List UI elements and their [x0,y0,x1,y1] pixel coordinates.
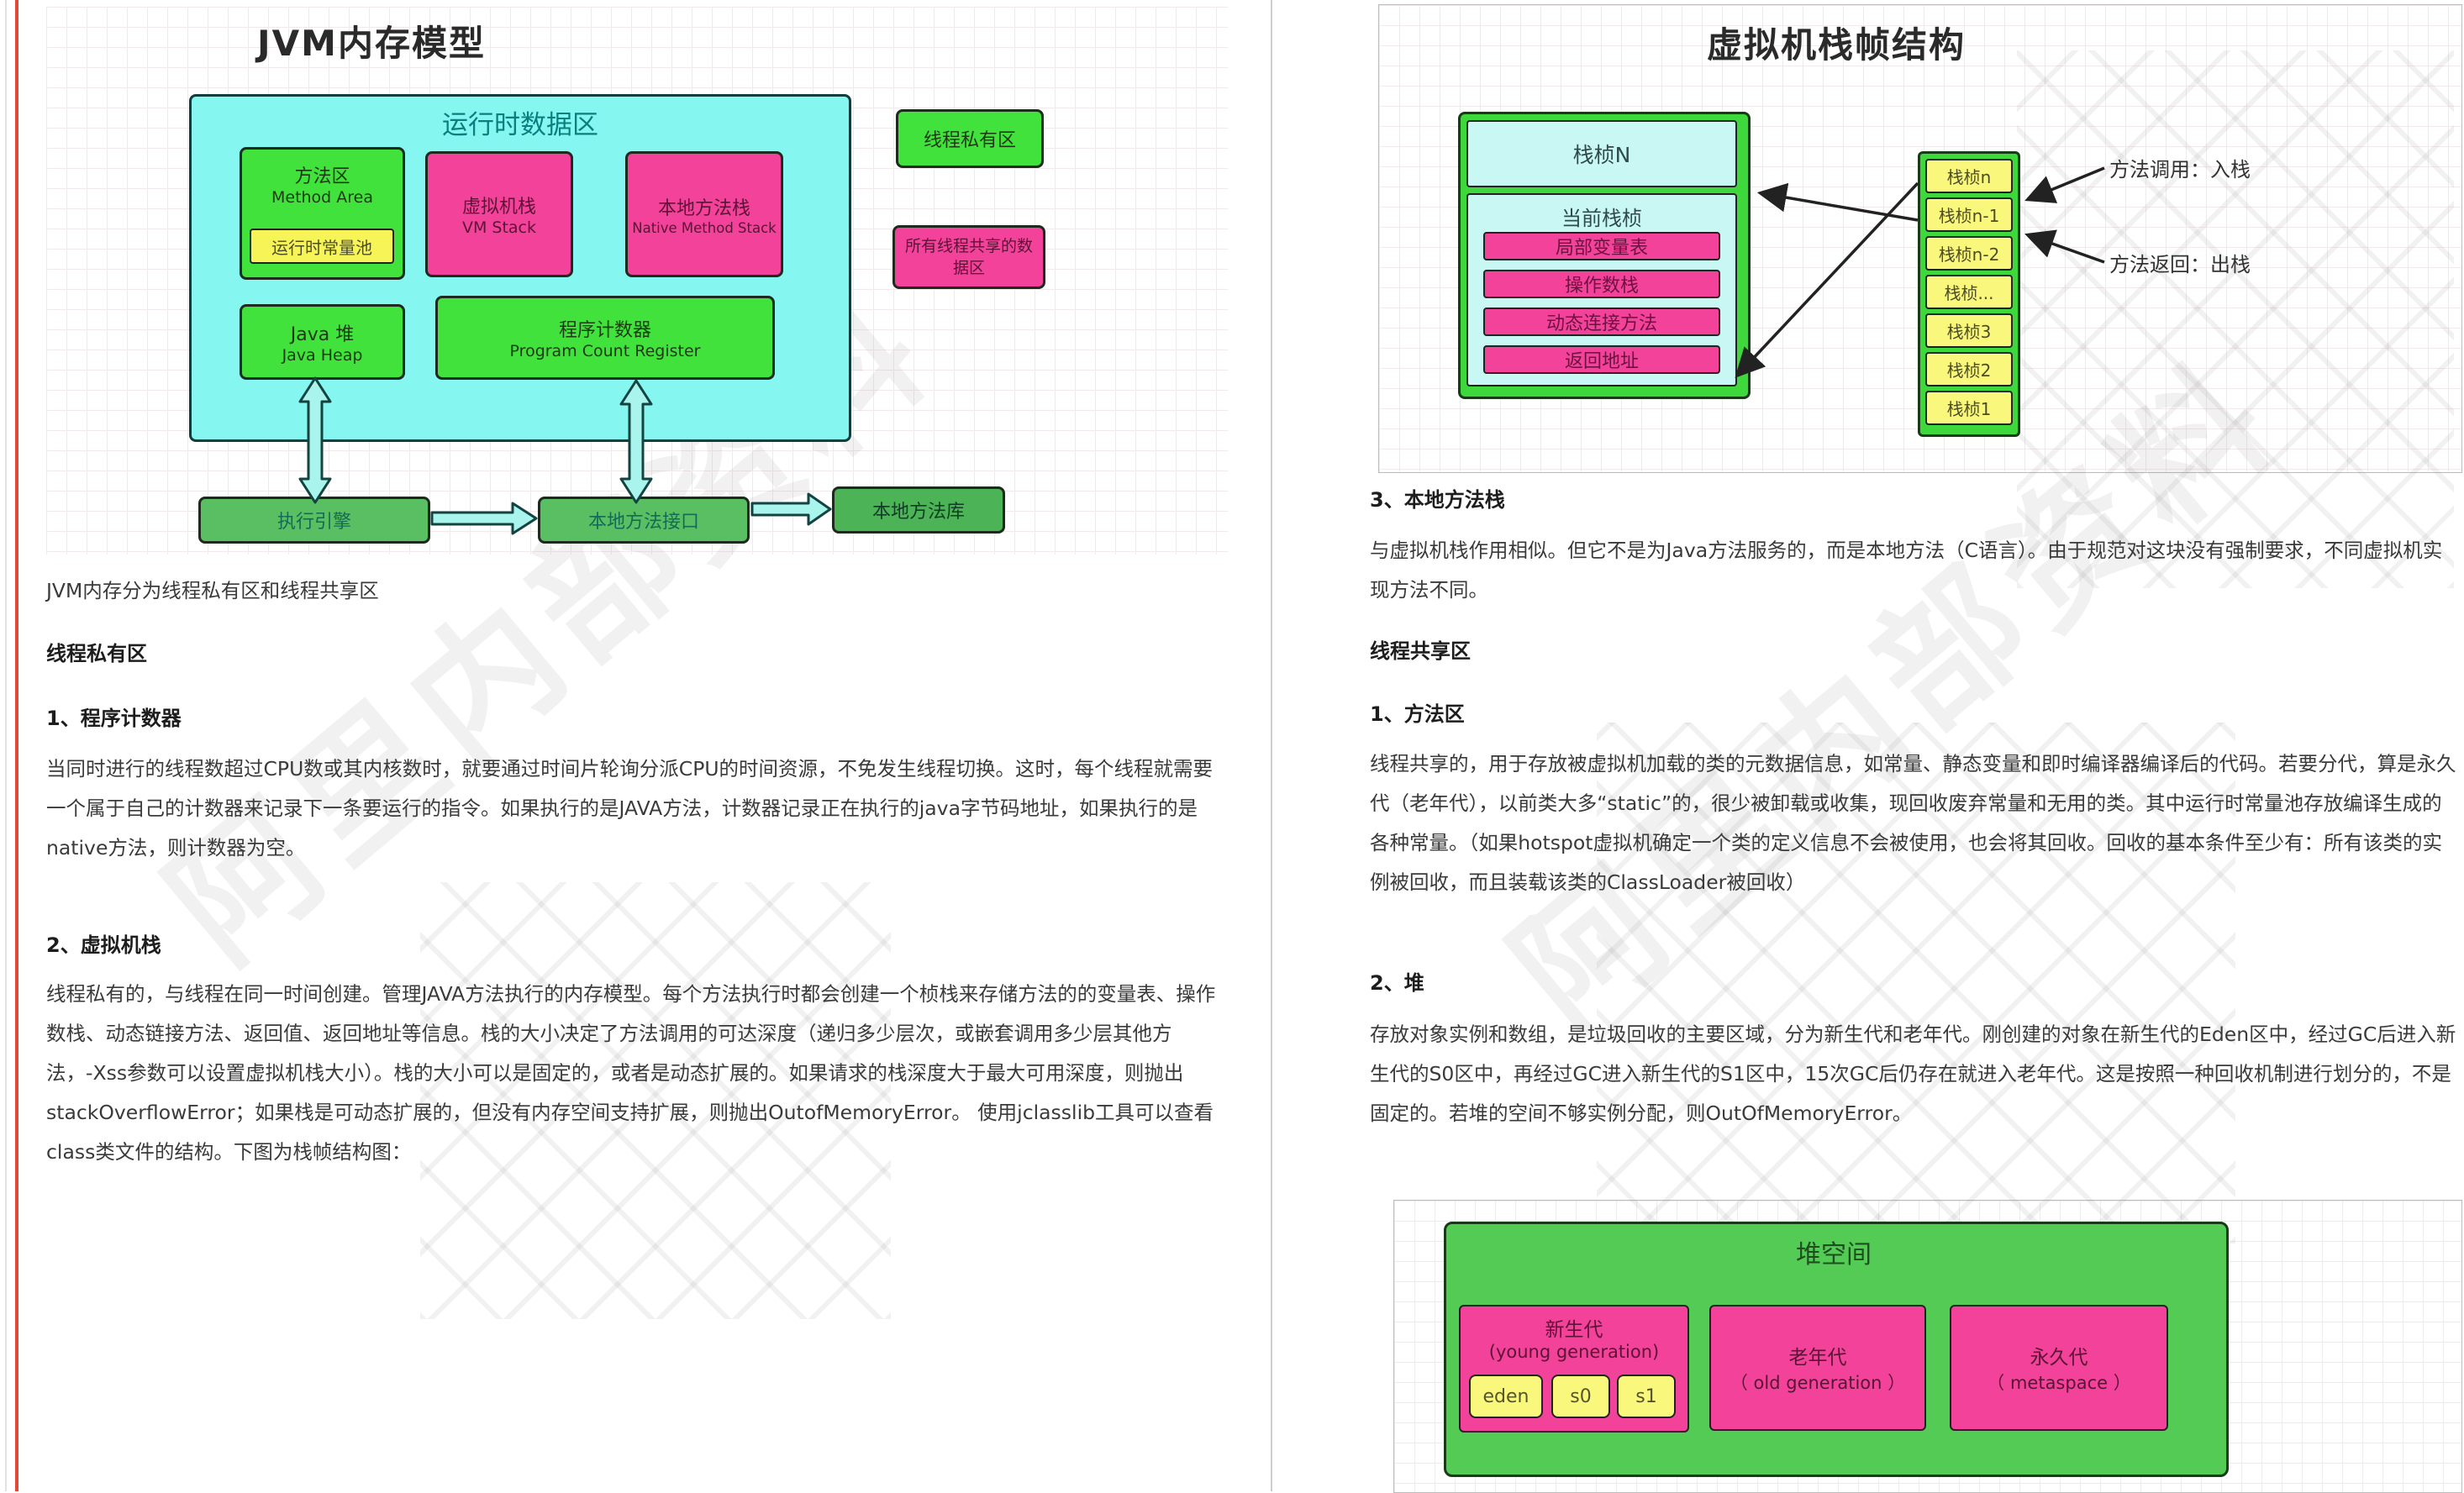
old-generation-label-cn: 老年代 [1788,1347,1847,1369]
current-frame-label: 当前栈桢 [1561,207,1642,230]
legend-thread-shared-box: 所有线程共享的数据区 [892,225,1045,289]
local-variable-table-row: 局部变量表 [1483,232,1720,260]
execution-engine-box: 执行引擎 [198,497,430,544]
runtime-data-area-label: 运行时数据区 [442,110,598,140]
method-area-label-en: Method Area [271,188,374,207]
native-method-library-label: 本地方法库 [871,502,965,523]
heading-heap: 2、堆 [1370,971,1424,995]
stack-item-frame-dots: 栈桢... [1925,275,2013,309]
metaspace-label-cn: 永久代 [2030,1347,2088,1369]
pc-register-label-en: Program Count Register [509,342,701,360]
eden-cell: eden [1469,1375,1543,1418]
stack-item-frame-2: 栈桢2 [1925,352,2013,386]
frame-stack-column: 栈桢n 栈桢n-1 栈桢n-2 栈桢... 栈桢3 栈桢2 栈桢1 [1918,151,2020,437]
label-method-return-pop: 方法返回：出栈 [2109,253,2251,276]
section-thread-private: 线程私有区 [46,642,147,665]
paragraph-vm-stack: 线程私有的，与线程在同一时间创建。管理JAVA方法执行的内存模型。每个方法执行时… [46,982,1216,1164]
return-address-row: 返回地址 [1483,345,1720,374]
method-area-label-cn: 方法区 [294,166,350,187]
stack-item-frame-n: 栈桢n [1925,159,2013,193]
paragraph-pc-register: 当同时进行的线程数超过CPU数或其内核数时，就要通过时间片轮询分派CPU的时间资… [46,757,1214,860]
left-edge-line [5,0,7,1491]
heading-native-method-stack: 3、本地方法栈 [1370,488,1505,512]
vm-stack-label-en: VM Stack [461,218,537,237]
old-generation-box: 老年代 （ old generation ） [1709,1305,1926,1431]
frame-n-label: 栈桢N [1572,143,1631,167]
s0-cell: s0 [1551,1375,1610,1418]
left-diagram-title: JVM内存模型 [257,23,486,64]
eden-label: eden [1482,1385,1529,1407]
legend-thread-private-label: 线程私有区 [923,130,1016,151]
native-method-stack-label-en: Native Method Stack [632,219,777,236]
stack-item-frame-3: 栈桢3 [1925,313,2013,348]
pc-register-box: 程序计数器 Program Count Register [435,296,775,380]
java-heap-label-en: Java Heap [282,346,363,365]
vm-stack-box: 虚拟机栈 VM Stack [425,151,573,277]
dynamic-linking-row: 动态连接方法 [1483,308,1720,336]
page-divider-line [1271,0,1272,1491]
legend-thread-shared-label: 所有线程共享的数据区 [904,237,1033,277]
old-generation-label-en: （ old generation ） [1730,1373,1906,1393]
heading-vm-stack: 2、虚拟机栈 [46,933,161,957]
stack-item-frame-n2: 栈桢n-2 [1925,236,2013,271]
stack-item-frame-1: 栈桢1 [1925,391,2013,425]
stack-item-frame-n1: 栈桢n-1 [1925,197,2013,232]
paragraph-method-area: 线程共享的，用于存放被虚拟机加载的类的元数据信息，如常量、静态变量和即时编译器编… [1370,752,2456,894]
right-diagram-title: 虚拟机栈帧结构 [1706,24,1966,66]
native-method-stack-label-cn: 本地方法栈 [657,197,750,219]
label-method-call-push: 方法调用：入栈 [2109,158,2251,181]
pc-register-label-cn: 程序计数器 [558,320,651,341]
s1-cell: s1 [1617,1375,1676,1418]
frame-n-box: 栈桢N [1466,120,1737,187]
young-generation-label-cn: 新生代 [1545,1319,1603,1341]
left-intro-text: JVM内存分为线程私有区和线程共享区 [46,579,379,602]
native-method-stack-box: 本地方法栈 Native Method Stack [625,151,783,277]
native-method-interface-label: 本地方法接口 [587,512,699,533]
vm-stack-label-cn: 虚拟机栈 [461,197,536,218]
legend-thread-private-box: 线程私有区 [896,109,1044,168]
heap-space-title: 堆空间 [1796,1240,1872,1270]
heading-method-area: 1、方法区 [1370,702,1465,726]
runtime-constant-pool-label: 运行时常量池 [271,237,372,258]
young-generation-label-en: (young generation) [1488,1342,1660,1362]
execution-engine-label: 执行引擎 [276,512,351,533]
native-method-library-box: 本地方法库 [832,486,1005,534]
runtime-constant-pool-box: 运行时常量池 [250,229,394,264]
paragraph-native-method-stack: 与虚拟机栈作用相似。但它不是为Java方法服务的，而是本地方法（C语言）。由于规… [1370,539,2443,602]
java-heap-box: Java 堆 Java Heap [240,304,405,380]
paragraph-heap: 存放对象实例和数组，是垃圾回收的主要区域，分为新生代和老年代。刚创建的对象在新生… [1370,1022,2456,1125]
s1-label: s1 [1635,1385,1657,1407]
native-method-interface-box: 本地方法接口 [538,497,750,544]
section-thread-shared: 线程共享区 [1370,639,1471,663]
metaspace-label-en: （ metaspace ） [1987,1373,2131,1393]
s0-label: s0 [1570,1385,1592,1407]
heading-pc-register: 1、程序计数器 [46,707,182,730]
red-margin-line [15,0,18,1491]
java-heap-label-cn: Java 堆 [290,324,355,345]
operand-stack-row: 操作数栈 [1483,270,1720,298]
metaspace-box: 永久代 （ metaspace ） [1950,1305,2168,1431]
